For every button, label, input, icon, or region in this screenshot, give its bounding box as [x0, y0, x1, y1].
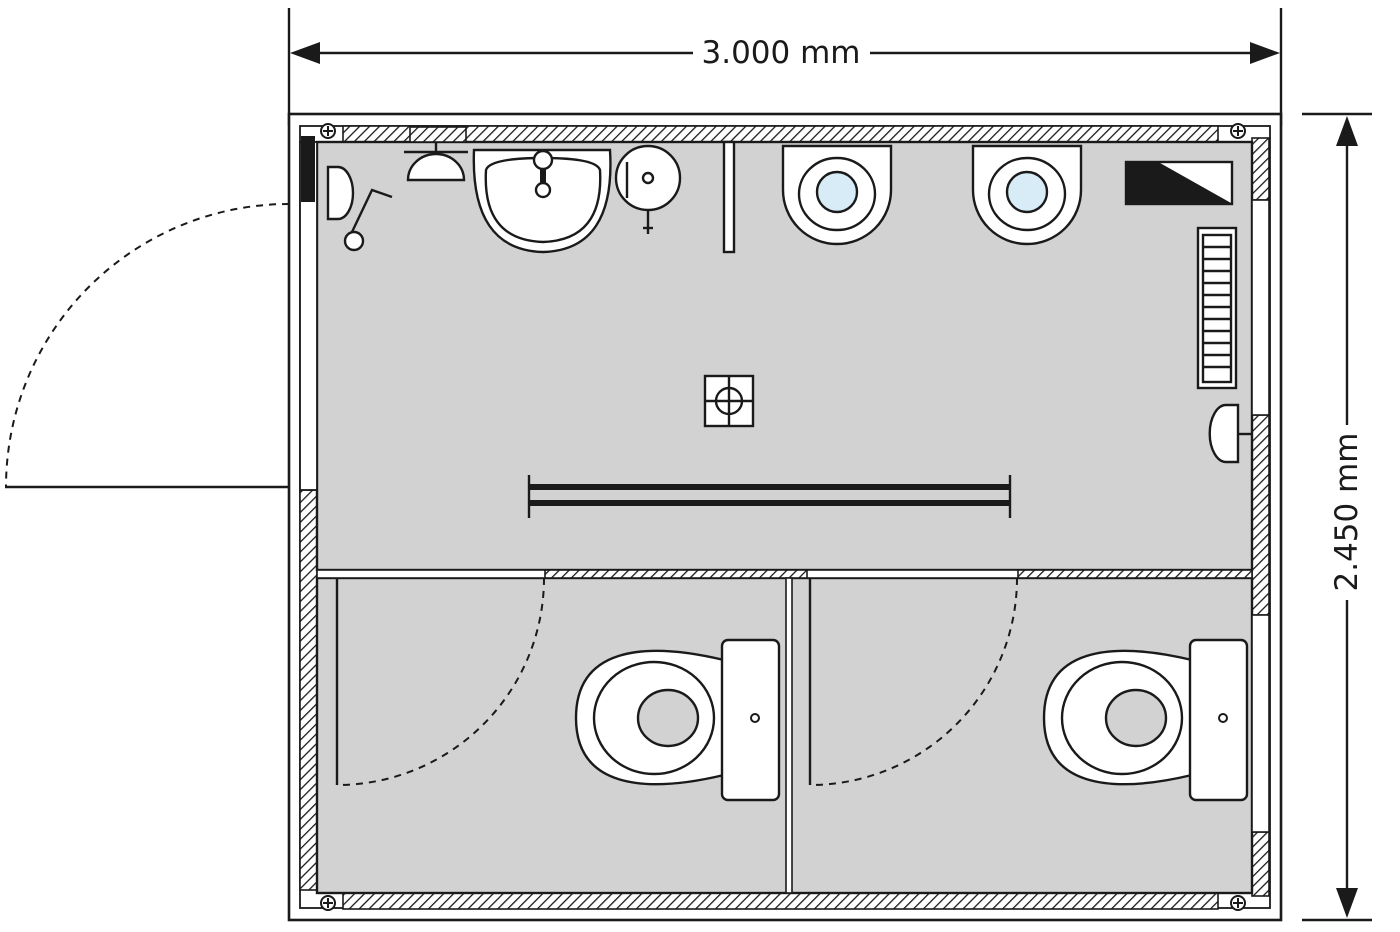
floor-drain-icon: [703, 374, 755, 428]
floor-gutter: [527, 475, 1012, 518]
toilet-brush-holder: [350, 188, 393, 233]
wash-area-fixtures: [326, 126, 1252, 518]
radiator: [1196, 226, 1238, 390]
right-wall-bottom: [1251, 831, 1270, 897]
partition-wall-hatched-right: [1017, 569, 1253, 579]
urinal-right: [971, 144, 1083, 246]
height-label: 2.450 mm: [1329, 433, 1365, 592]
corner-bolt-icon: [1230, 123, 1246, 139]
arrow-right-icon: [1250, 42, 1280, 64]
left-wall-lower: [299, 489, 318, 891]
arrow-left-icon: [290, 42, 320, 64]
arrow-down-icon: [1336, 888, 1358, 918]
corner-bolt-icon: [1230, 895, 1246, 911]
door-leaf-closed: [301, 136, 315, 202]
urinal-bowl: [1005, 170, 1049, 214]
privacy-screen: [722, 140, 736, 254]
wc-toilet: [1042, 638, 1249, 802]
urinal-left: [781, 144, 893, 246]
entrance-door: [5, 136, 318, 491]
corner-bolt-icon: [320, 123, 336, 139]
wall-lamp: [1208, 403, 1240, 464]
wc-toilet: [574, 638, 781, 802]
partition-wall-hatched-left: [544, 569, 808, 579]
width-dimension: 3.000 mm: [287, 8, 1283, 126]
right-wall-top: [1251, 137, 1270, 201]
bottom-wall: [342, 892, 1219, 910]
stall-left: [335, 577, 781, 802]
urinal-bowl: [815, 170, 859, 214]
height-dimension: 2.450 mm: [1302, 112, 1372, 922]
container-shell: [287, 112, 1283, 922]
door-swing-arc: [5, 203, 290, 488]
faucet-icon: [532, 149, 554, 171]
lamp-mount: [409, 126, 467, 143]
corner-bolt-icon: [320, 895, 336, 911]
right-wall-middle: [1251, 414, 1270, 616]
ceiling-lamp: [406, 152, 466, 182]
washbasin-bowl: [484, 156, 602, 244]
width-label: 3.000 mm: [702, 35, 861, 71]
stall-door-swing-arc: [336, 577, 545, 786]
window-right-upper: [1251, 199, 1270, 416]
top-wall: [342, 125, 1219, 143]
drain-icon: [534, 181, 552, 199]
hand-dryer: [326, 165, 355, 221]
window-right-lower: [1251, 614, 1270, 833]
stall-divider: [785, 577, 793, 894]
stall-right: [808, 577, 1249, 802]
stall-door-swing-arc: [809, 577, 1018, 786]
arrow-up-icon: [1336, 116, 1358, 146]
wash-area-floor: [315, 140, 1254, 572]
toilet-brush: [343, 230, 365, 252]
